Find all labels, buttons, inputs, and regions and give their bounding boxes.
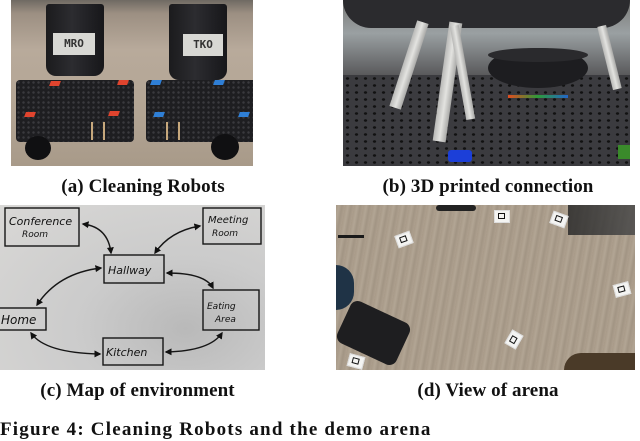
bucket-bottom xyxy=(343,0,630,28)
caption-d: (d) View of arena xyxy=(417,380,559,401)
edge-home-kitchen xyxy=(30,331,102,358)
green-component xyxy=(618,145,630,159)
edge-hallway-eating xyxy=(165,269,214,290)
aruco-marker xyxy=(612,281,632,298)
label-kitchen: Kitchen xyxy=(106,346,147,359)
arena-view-photo xyxy=(336,205,635,370)
aruco-marker xyxy=(549,210,569,229)
robot-on-floor xyxy=(336,298,413,368)
color-tag xyxy=(153,112,165,117)
caption-b: (b) 3D printed connection xyxy=(382,176,594,197)
figure-caption: Figure 4: Cleaning Robots and the demo a… xyxy=(0,419,432,440)
bucket-label-right: TKO xyxy=(183,34,223,56)
edge-hallway-home xyxy=(36,265,103,307)
robot-wheel-right xyxy=(211,134,239,160)
label-meeting-room: Room xyxy=(212,229,238,239)
label-home: Home xyxy=(1,313,36,327)
chair-base xyxy=(338,235,364,238)
edge-kitchen-eating xyxy=(164,331,223,356)
environment-map-drawing: Conference Room Meeting Room Hallway Hom… xyxy=(0,205,265,370)
color-tag xyxy=(117,80,129,85)
standoff-post xyxy=(103,122,105,140)
label-conference: Conference xyxy=(9,215,72,228)
label-hallway: Hallway xyxy=(108,264,152,277)
color-tag xyxy=(238,112,250,117)
chair-base xyxy=(436,205,476,211)
robot-wheel-left xyxy=(25,136,51,160)
aruco-marker xyxy=(394,230,414,249)
node-home xyxy=(0,307,47,331)
office-chairs xyxy=(568,205,635,235)
standoff-post xyxy=(166,122,168,140)
label-eating: Eating xyxy=(207,302,236,312)
standoff-post xyxy=(91,122,93,140)
sensor-cable xyxy=(508,95,568,98)
color-tag xyxy=(24,112,36,117)
aruco-marker xyxy=(504,329,524,350)
3d-printed-connection-photo xyxy=(343,0,630,166)
standoff-post xyxy=(178,122,180,140)
color-tag xyxy=(49,81,61,86)
cleaning-robots-photo: MRO TKO xyxy=(11,0,253,166)
caption-a: (a) Cleaning Robots xyxy=(61,176,225,197)
lidar-top xyxy=(488,48,588,62)
color-tag xyxy=(213,80,225,85)
caption-c: (c) Map of environment xyxy=(40,380,235,401)
node-eating-area xyxy=(202,289,260,331)
color-tag xyxy=(108,111,120,116)
color-tag xyxy=(150,80,162,85)
foreground-object xyxy=(564,353,635,370)
blue-chair xyxy=(336,265,354,310)
node-meeting-room xyxy=(202,207,262,245)
edge-conference-hallway xyxy=(81,221,114,255)
node-conference-room xyxy=(4,207,80,247)
label-meeting: Meeting xyxy=(208,215,248,226)
blue-component xyxy=(448,150,472,162)
aruco-marker xyxy=(346,353,366,370)
label-eating-area: Area xyxy=(214,315,236,325)
node-kitchen xyxy=(102,337,164,366)
robot-plate xyxy=(343,75,630,166)
map-diagram: Conference Room Meeting Room Hallway Hom… xyxy=(0,207,262,366)
edge-meeting-hallway xyxy=(154,223,202,255)
robot-base-right xyxy=(146,80,253,142)
node-hallway xyxy=(103,254,165,284)
bucket-label-left: MRO xyxy=(53,33,95,55)
label-conference-room: Room xyxy=(22,230,48,240)
aruco-marker xyxy=(494,210,510,223)
